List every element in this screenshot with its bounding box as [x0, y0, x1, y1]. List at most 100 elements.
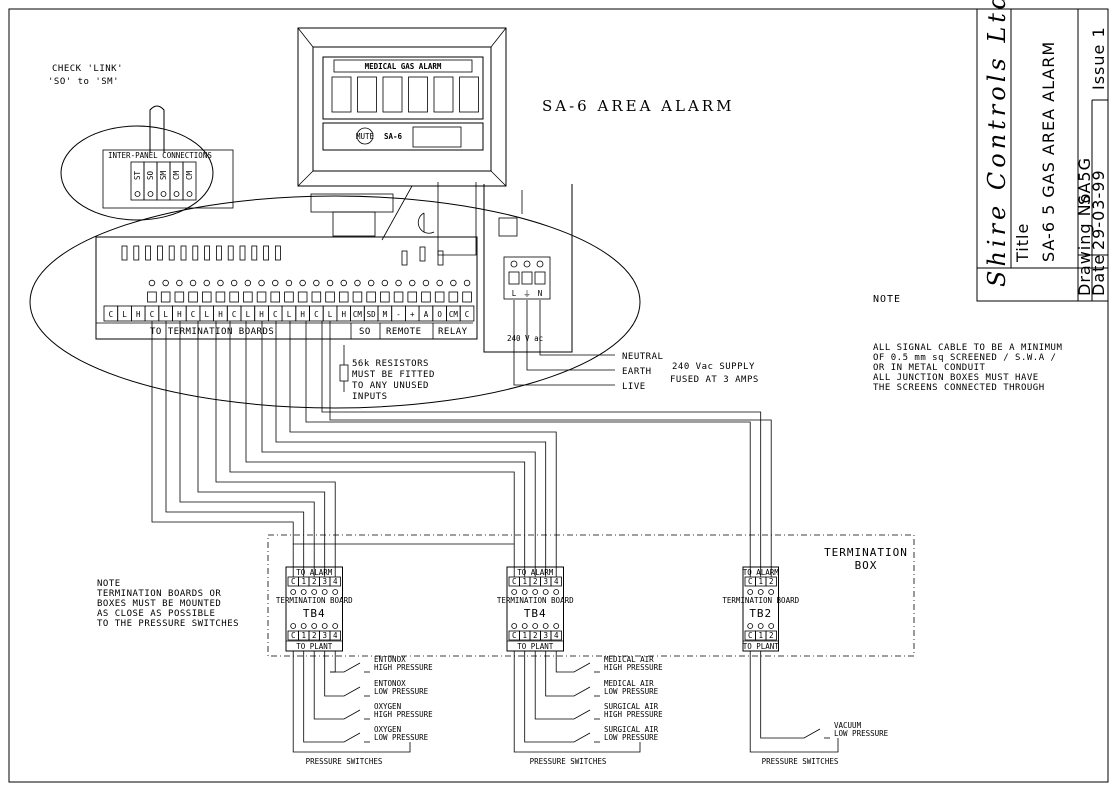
switch-contact — [790, 728, 821, 739]
pcb-terminal-head — [326, 279, 334, 287]
alarm-panel-front: MEDICAL GAS ALARM MUTE SA-6 SA-6 AREA AL… — [297, 27, 731, 241]
switch-wire — [324, 651, 330, 697]
board-screw — [542, 589, 549, 595]
supply-terminal-head — [510, 260, 518, 268]
signal-wires — [151, 321, 772, 577]
board-screw — [757, 623, 764, 629]
pcb-terminal-screw — [243, 291, 253, 303]
signal-wire — [321, 321, 762, 577]
pcb-terminal-label: CM — [449, 310, 459, 319]
pcb-terminal-label: CM — [353, 310, 363, 319]
switch-name: VACUUM — [834, 721, 862, 730]
board-top-label: TO ALARM — [743, 568, 780, 577]
pcb-terminal-label: L — [122, 310, 127, 319]
pcb-terminal-label: L — [163, 310, 168, 319]
pressure-switches-label: PRESSURE SWITCHES — [530, 757, 607, 766]
board-screw — [521, 589, 528, 595]
pcb-terminal-screw — [201, 291, 212, 303]
inter-panel-detail: CHECK 'LINK' 'SO' to 'SM' INTER-PANEL CO… — [48, 64, 234, 221]
supply-earth: EARTH — [622, 367, 652, 377]
switch-pressure: LOW PRESSURE — [604, 687, 659, 696]
signal-wire — [215, 321, 336, 577]
board-screw — [768, 623, 775, 629]
common-wire — [292, 651, 411, 753]
pcb-terminal-screw — [229, 291, 239, 303]
cable-note: NOTE ALL SIGNAL CABLE TO BE A MINIMUM OF… — [873, 294, 1062, 393]
inter-panel-screw — [160, 191, 167, 197]
pcb-terminal-label: O — [437, 310, 442, 319]
board-pin-label: 2 — [312, 631, 317, 640]
pcb-terminal-label: L — [287, 310, 292, 319]
board-caption: TERMINATION BOARD — [276, 596, 353, 605]
board-screw — [300, 589, 307, 595]
inter-panel-pin-label: ST — [133, 170, 142, 180]
switch-pressure: LOW PRESSURE — [834, 729, 889, 738]
board-screw — [300, 623, 307, 629]
resistor-note-3: TO ANY UNUSED — [352, 381, 429, 391]
pcb-terminal-screw — [338, 291, 349, 303]
pcb-resistor — [263, 245, 270, 261]
display-cell — [408, 76, 428, 113]
signal-wire — [261, 321, 536, 577]
switch-contact — [560, 662, 591, 673]
pcb-resistor — [145, 245, 152, 261]
note-line-4: ALL JUNCTION BOXES MUST HAVE — [873, 373, 1039, 383]
pcb-terminal-label: C — [191, 310, 196, 319]
switch-pressure: HIGH PRESSURE — [604, 710, 663, 719]
pcb-terminal-label: H — [136, 310, 141, 319]
pcb-terminal-head — [395, 279, 402, 287]
switch-wire — [524, 651, 560, 743]
pcb-terminal-head — [285, 279, 293, 287]
board-screw — [521, 623, 528, 629]
pcb-terminal-head — [436, 279, 443, 287]
pcb-terminal-head — [162, 279, 169, 287]
board-pin-label: 1 — [522, 577, 527, 586]
drawing-no: SA5G — [1075, 157, 1094, 205]
pcb-terminal-label: SD — [367, 310, 377, 319]
inter-panel-terminal — [182, 161, 197, 201]
pcb-resistor — [251, 245, 258, 261]
mute-button[interactable] — [356, 127, 374, 145]
issue-number: Issue 1 — [1089, 26, 1108, 90]
switch-name: SURGICAL AIR — [604, 725, 659, 734]
inter-panel-pin-label: SM — [159, 170, 168, 180]
display-cell — [433, 76, 454, 113]
board-screw — [747, 623, 754, 629]
panel-window — [412, 126, 462, 148]
link-wire — [149, 105, 165, 153]
pcb-terminal-screw — [174, 291, 185, 303]
display-cell — [357, 76, 377, 113]
supply-live: LIVE — [622, 382, 646, 392]
drawing-title: SA-6 5 GAS AREA ALARM — [1039, 41, 1058, 262]
resistor-symbol — [339, 364, 349, 382]
mounting-note: NOTE TERMINATION BOARDS OR BOXES MUST BE… — [97, 579, 239, 629]
switch-wire — [313, 651, 330, 720]
display-cell — [459, 76, 479, 113]
pcb-terminal — [459, 305, 475, 322]
left-note-line-1: TERMINATION BOARDS OR — [97, 589, 221, 599]
pcb-terminal-head — [258, 279, 265, 287]
board-pin-label: C — [748, 577, 753, 586]
pcb-terminal-screw — [284, 291, 294, 303]
switch-contact — [330, 709, 361, 720]
inter-panel-screw — [186, 191, 193, 197]
signal-wire — [179, 321, 315, 577]
pcb-terminal-head — [409, 279, 416, 287]
common-wire — [513, 651, 641, 753]
pcb-terminal-head — [272, 279, 279, 287]
pcb-terminal-screw — [421, 291, 431, 303]
pcb-terminal-screw — [407, 291, 417, 303]
pcb-terminal-head — [450, 279, 457, 287]
pcb-terminal-head — [203, 279, 210, 287]
company-name: Shire Controls Ltd — [983, 0, 1011, 287]
board-pin-label: C — [512, 631, 517, 640]
pcb-resistor — [204, 245, 211, 261]
inter-panel-terminal — [156, 161, 171, 201]
pcb-terminal-head — [367, 279, 375, 287]
board-pin-label: 3 — [322, 631, 327, 640]
